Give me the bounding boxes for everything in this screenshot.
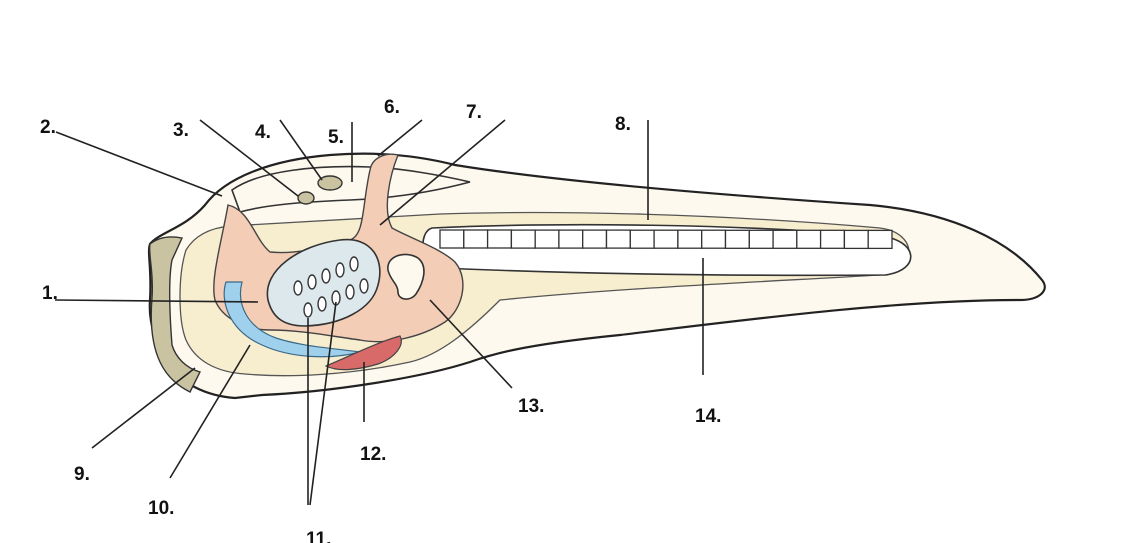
notochord-segments bbox=[439, 229, 893, 250]
left-ectoderm-band bbox=[148, 236, 202, 393]
label-8: 8. bbox=[615, 114, 631, 135]
leader-2 bbox=[55, 131, 223, 197]
notochord-segment bbox=[677, 229, 703, 249]
notochord-segment bbox=[772, 229, 798, 249]
notochord-segment bbox=[724, 229, 750, 249]
label-10: 10. bbox=[148, 498, 174, 519]
label-11: 11. bbox=[306, 529, 331, 543]
atrial-pocket bbox=[387, 253, 425, 300]
leader-9 bbox=[91, 367, 196, 449]
red-organ bbox=[324, 335, 402, 371]
label-12: 12. bbox=[360, 444, 386, 465]
label-14: 14. bbox=[695, 406, 721, 427]
notochord-segment bbox=[463, 229, 489, 249]
leader-3 bbox=[199, 119, 299, 197]
notochord-segment bbox=[439, 229, 465, 249]
notochord-segment bbox=[486, 229, 513, 249]
notochord-segment bbox=[605, 229, 631, 249]
label-6: 6. bbox=[384, 97, 400, 118]
notochord-segment bbox=[843, 229, 869, 250]
leader-4 bbox=[279, 119, 323, 181]
dorsal-body-4 bbox=[317, 175, 343, 191]
notochord-segment bbox=[796, 229, 822, 249]
notochord-segment bbox=[701, 229, 727, 249]
leader-1 bbox=[54, 299, 259, 303]
leader-6 bbox=[377, 119, 423, 157]
notochord-segment bbox=[653, 229, 679, 249]
leader-7 bbox=[379, 119, 506, 226]
notochord-segment bbox=[534, 229, 560, 249]
label-4: 4. bbox=[255, 122, 271, 143]
label-9: 9. bbox=[74, 464, 90, 485]
label-3: 3. bbox=[173, 120, 189, 141]
notochord-segment bbox=[748, 229, 774, 249]
leader-10 bbox=[169, 344, 251, 479]
notochord-segment bbox=[510, 229, 536, 249]
notochord-segment bbox=[867, 229, 893, 250]
leader-lines bbox=[54, 119, 704, 506]
pharyngeal-slits bbox=[293, 256, 369, 318]
notochord-segment bbox=[582, 229, 608, 249]
leader-11b bbox=[309, 301, 337, 506]
label-13: 13. bbox=[518, 396, 544, 417]
leader-13 bbox=[429, 299, 513, 389]
notochord-segment bbox=[629, 229, 655, 249]
label-7: 7. bbox=[466, 102, 482, 123]
label-5: 5. bbox=[328, 127, 344, 148]
dorsal-body-3 bbox=[297, 191, 315, 205]
labels: 1. 2. 3. 4. 5. 6. 7. 8. 9. 10. 11. 12. 1… bbox=[40, 97, 721, 543]
label-2: 2. bbox=[40, 117, 56, 138]
label-1: 1. bbox=[42, 283, 58, 304]
notochord-segment bbox=[819, 229, 846, 249]
notochord-segment bbox=[558, 229, 584, 249]
